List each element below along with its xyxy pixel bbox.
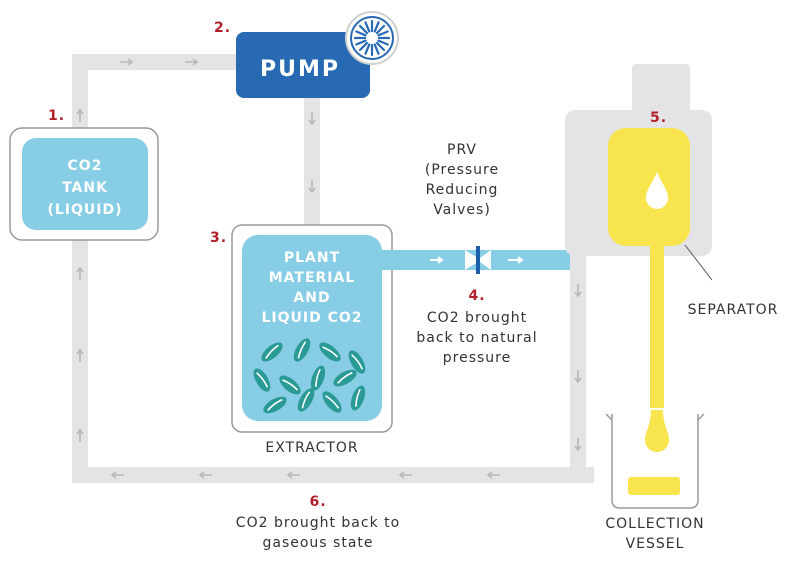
fan-icon (345, 11, 399, 65)
leaf-icon (261, 342, 283, 362)
oil-stream (650, 240, 664, 408)
drop-icon (646, 172, 668, 209)
return-caption: CO2 brought back to (236, 515, 400, 531)
tank-label-line: (LIQUID) (47, 202, 122, 218)
leaf-icon (319, 342, 341, 362)
fan-blade (364, 43, 371, 55)
extractor: PLANT MATERIAL AND LIQUID CO2 (231, 224, 570, 433)
step-number-5: 5. (650, 110, 667, 126)
prv-caption: pressure (443, 350, 511, 366)
leaf-icon (263, 396, 287, 414)
tank-label-line: TANK (62, 180, 108, 196)
prv-caption: back to natural (416, 330, 537, 346)
tank-label-line: CO2 (68, 158, 103, 174)
separator-label: SEPARATOR (688, 302, 779, 318)
co2-tank: CO2 TANK (LIQUID) (9, 127, 159, 241)
prv-label: PRV (447, 142, 477, 158)
step-number-4: 4. (468, 288, 485, 304)
extractor-label: EXTRACTOR (265, 440, 358, 456)
fan-blade (373, 21, 380, 33)
fan-blade (364, 21, 371, 33)
step-number-1: 1. (48, 108, 65, 124)
fan-blade (375, 24, 386, 35)
fan-blade (377, 30, 389, 37)
flow-arrows (76, 58, 582, 479)
pressure-reducing-valve (430, 246, 524, 274)
prv-label: (Pressure (425, 162, 499, 178)
extractor-text: AND (293, 290, 330, 306)
collection-label: VESSEL (626, 536, 685, 552)
return-caption: gaseous state (262, 535, 373, 551)
leaf-icon (333, 369, 357, 387)
leaf-icon (348, 350, 366, 374)
extractor-text: LIQUID CO2 (261, 310, 362, 326)
leaf-icon (350, 385, 366, 411)
step-number-2: 2. (214, 20, 231, 36)
pump-label: PUMP (260, 57, 340, 82)
leaf-icon (253, 368, 271, 392)
step-number-6: 6. (309, 494, 326, 510)
fan-blade (375, 41, 386, 52)
prv-label: Reducing (426, 182, 499, 198)
collection-vessel (605, 410, 705, 509)
fan-blade (358, 24, 369, 35)
extractor-text: MATERIAL (269, 270, 356, 286)
step-number-3: 3. (210, 230, 227, 246)
fan-blade (355, 39, 367, 46)
prv-caption: CO2 brought (427, 310, 527, 326)
collection-label: COLLECTION (605, 516, 704, 532)
extractor-text: PLANT (284, 250, 340, 266)
fan-blade (358, 41, 369, 52)
pump: PUMP (236, 11, 399, 98)
fan-blade (355, 30, 367, 37)
fan-blade (377, 39, 389, 46)
leaf-icon (322, 391, 342, 413)
fan-blade (373, 43, 380, 55)
leaf-icon (279, 375, 301, 395)
prv-label: Valves) (433, 202, 491, 218)
separator (565, 64, 713, 408)
plant-leaves (253, 338, 366, 414)
co2-loop-pipe (72, 54, 594, 483)
oil-drop (645, 410, 669, 452)
leaf-icon (297, 388, 315, 412)
leaf-icon (310, 365, 326, 391)
leaf-icon (293, 338, 311, 362)
